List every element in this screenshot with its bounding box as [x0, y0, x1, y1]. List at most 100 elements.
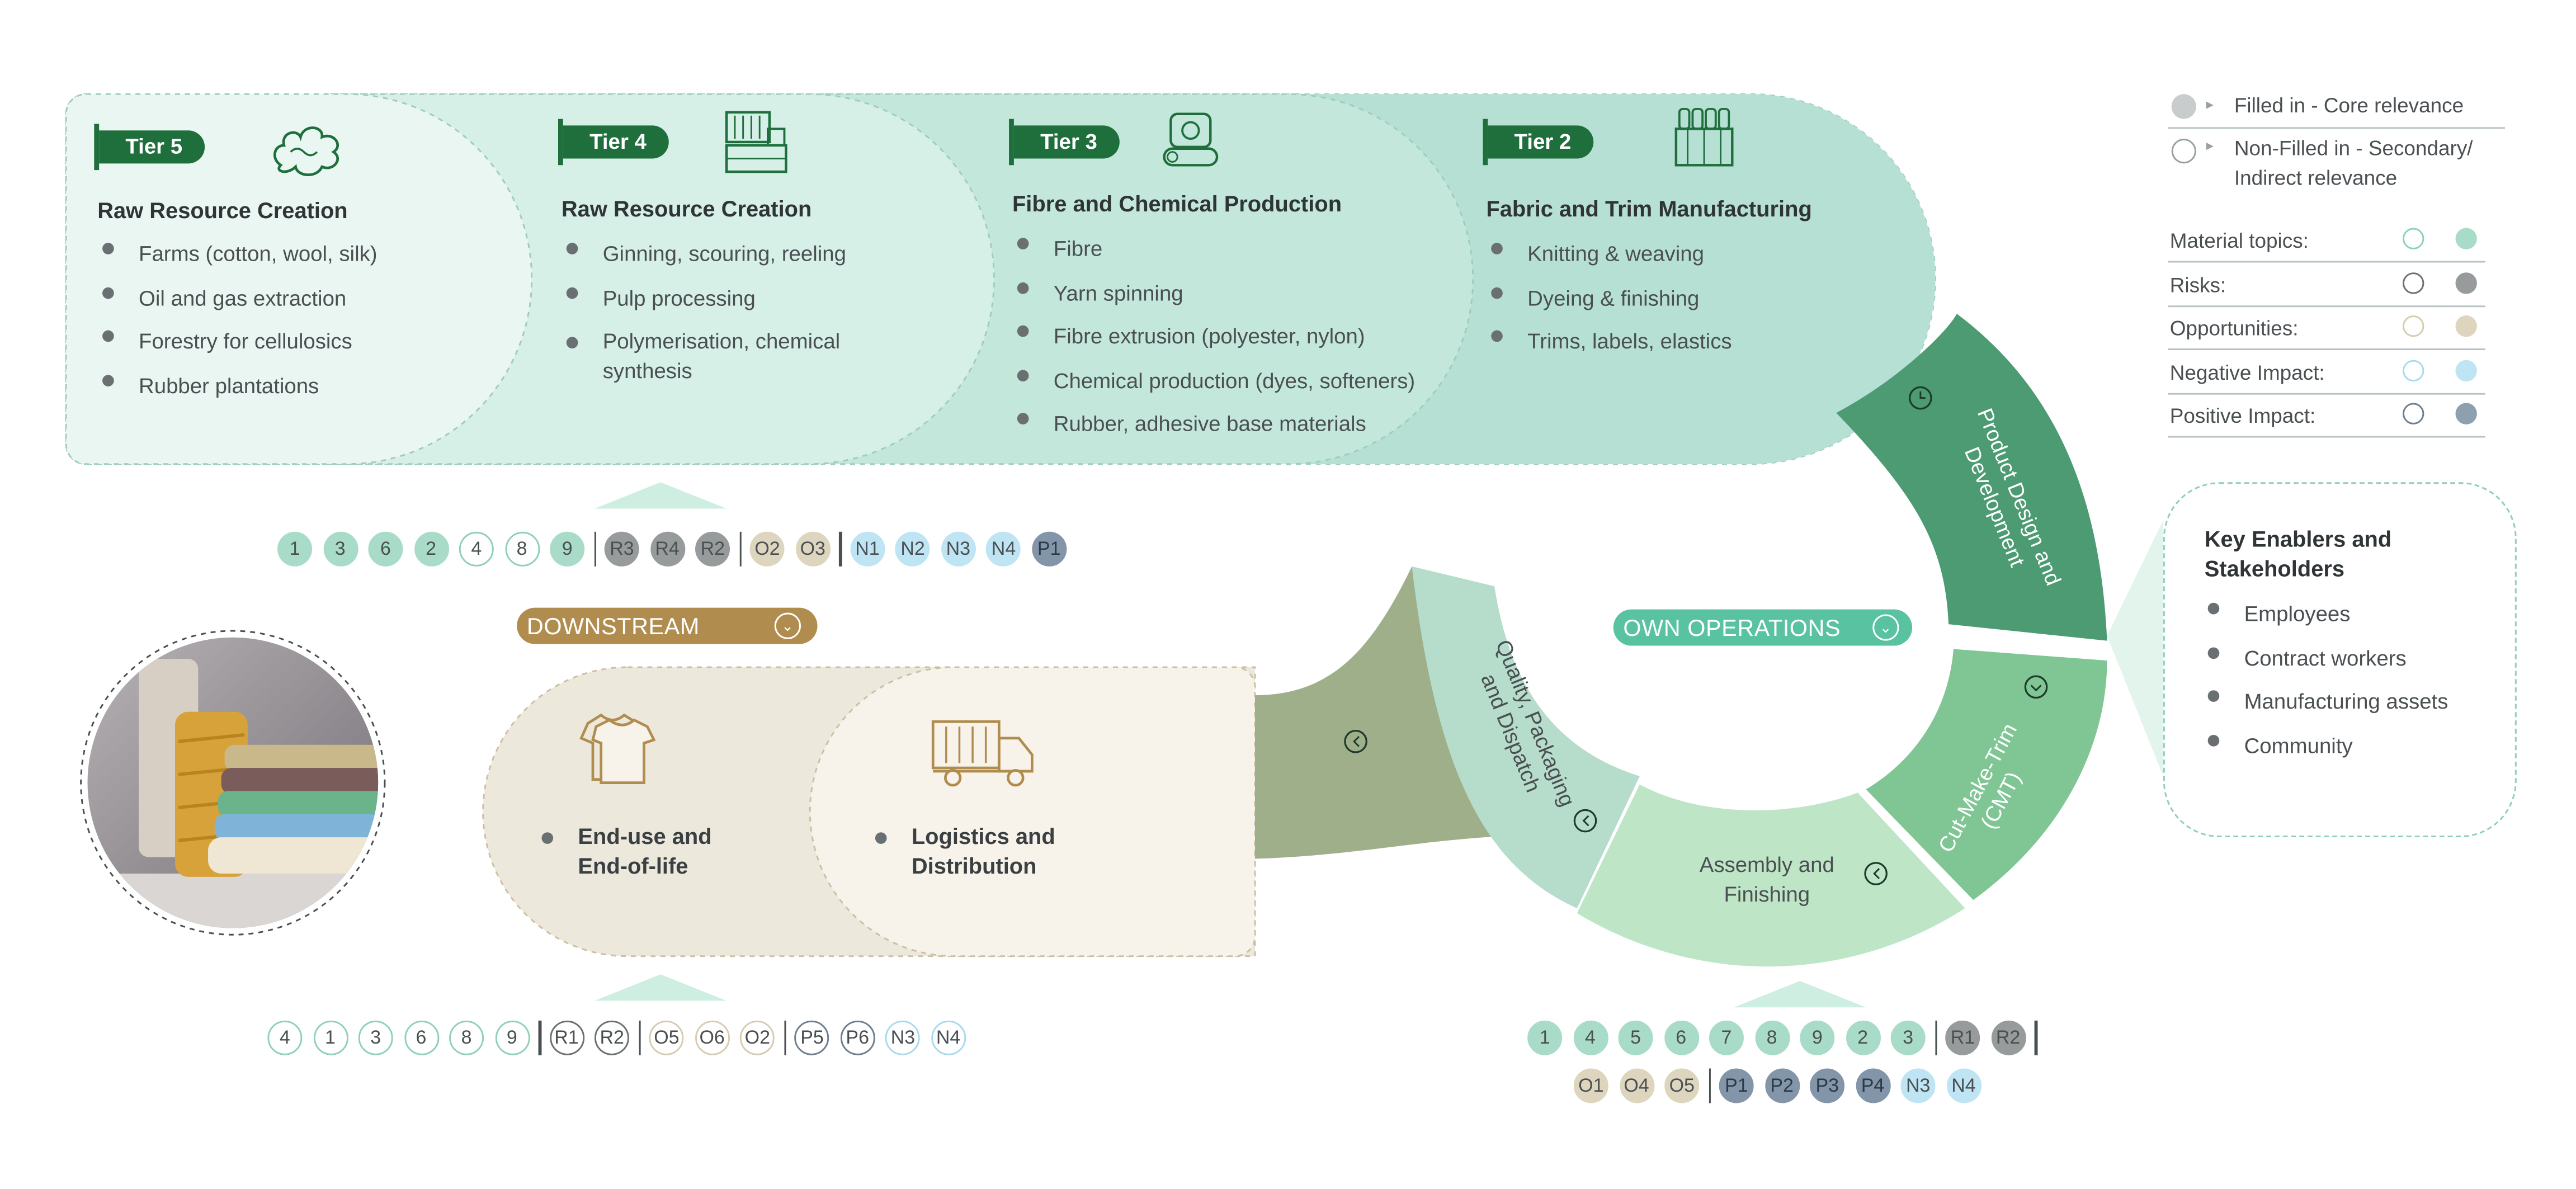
- topic-chip: O4: [1619, 1068, 1654, 1103]
- chevron-down-icon: ⌄: [1872, 614, 1899, 641]
- tier-item: Trims, labels, elastics: [1488, 320, 1884, 364]
- downstream-label-text: DOWNSTREAM: [526, 612, 700, 639]
- topic-chip: P4: [1855, 1068, 1890, 1103]
- tier-tab: Tier 4: [558, 119, 670, 166]
- topic-chip: R2: [595, 1020, 630, 1055]
- tier-title: Fibre and Chemical Production: [1012, 191, 1342, 216]
- fibre-production-icon: [1161, 109, 1227, 180]
- tier-item: Oil and gas extraction: [99, 277, 496, 320]
- chip-separator: [2034, 1020, 2037, 1055]
- tier-item: Farms (cotton, wool, silk): [99, 233, 496, 276]
- tier-item: Ginning, scouring, reeling: [563, 233, 894, 276]
- tier-tab: Tier 5: [94, 124, 206, 171]
- topic-chip: 3: [323, 531, 358, 567]
- topic-chip: 4: [459, 531, 494, 567]
- tier-title: Fabric and Trim Manufacturing: [1486, 196, 1812, 221]
- topic-chip: 2: [1845, 1020, 1880, 1055]
- chevron-down-icon: ⌄: [774, 612, 801, 639]
- tier-label: Tier 5: [94, 124, 206, 171]
- topic-chip: O3: [795, 531, 831, 567]
- legend-outline-dot: [2403, 271, 2424, 294]
- chevron-right-icon: ▸: [2206, 96, 2214, 112]
- tier-item: Rubber, adhesive base materials: [1014, 403, 1443, 446]
- topic-chip: 8: [1754, 1020, 1790, 1055]
- tier-item: Fibre: [1014, 228, 1443, 271]
- tier-item: Knitting & weaving: [1488, 233, 1884, 276]
- chevron-left-icon: [1573, 809, 1597, 833]
- truck-icon: [931, 720, 1034, 787]
- topic-chip: 7: [1709, 1020, 1744, 1055]
- topic-chip: R3: [604, 531, 639, 567]
- tier-tab: Tier 3: [1008, 119, 1121, 166]
- downstream-label[interactable]: DOWNSTREAM ⌄: [517, 607, 818, 644]
- topic-chip: O2: [740, 1020, 775, 1055]
- chip-separator: [739, 531, 742, 567]
- legend-filled-text: Filled in - Core relevance: [2234, 94, 2464, 117]
- legend-filled-dot: [2455, 271, 2477, 294]
- legend-row-label: Opportunities:: [2169, 317, 2299, 341]
- topic-chip: 4: [1573, 1020, 1608, 1055]
- legend-nonfilled-dot: [2171, 139, 2196, 164]
- tier-label: Tier 3: [1008, 119, 1121, 166]
- topic-chip: O5: [1664, 1068, 1700, 1103]
- own-operations-label-text: OWN OPERATIONS: [1623, 614, 1841, 641]
- topic-chip: 3: [1890, 1020, 1926, 1055]
- topic-chip: P3: [1810, 1068, 1845, 1103]
- tier-items: Farms (cotton, wool, silk)Oil and gas ex…: [99, 233, 496, 408]
- legend-row-label: Positive Impact:: [2169, 404, 2316, 428]
- legend-filled-dot: [2455, 228, 2477, 249]
- topic-chip: 6: [368, 531, 403, 567]
- chip-separator: [1708, 1068, 1711, 1103]
- topic-chip: R1: [549, 1020, 584, 1055]
- topic-chip: P2: [1764, 1068, 1800, 1103]
- chevron-left-icon: [1344, 729, 1367, 753]
- chevron-right-icon: ▸: [2206, 137, 2214, 154]
- enabler-item: Employees: [2205, 593, 2448, 636]
- topic-chip: O2: [750, 531, 785, 567]
- legend-outline-dot: [2403, 315, 2424, 337]
- tier-item: Rubber plantations: [99, 364, 496, 408]
- topic-chip: P1: [1031, 531, 1067, 567]
- topic-chip: P5: [795, 1020, 830, 1055]
- clock-icon: [1909, 386, 1932, 410]
- downstream-stage-enduse: End-use and End-of-life: [539, 822, 760, 881]
- tier-item: Dyeing & finishing: [1488, 277, 1884, 320]
- legend-filled-dot: [2455, 315, 2477, 337]
- topic-chip: 5: [1618, 1020, 1653, 1055]
- tier-title: Raw Resource Creation: [97, 198, 348, 223]
- tier-item: Chemical production (dyes, softeners): [1014, 359, 1443, 403]
- topic-chip: 1: [313, 1020, 348, 1055]
- legend-nonfilled-text: Non-Filled in - Secondary/ Indirect rele…: [2234, 137, 2473, 190]
- legend-row-label: Material topics:: [2169, 229, 2309, 253]
- topic-chip: 3: [358, 1020, 393, 1055]
- own-operations-label[interactable]: OWN OPERATIONS ⌄: [1613, 609, 1913, 646]
- chip-separator: [593, 531, 597, 567]
- legend-outline-dot: [2403, 359, 2424, 381]
- legend-outline-dot: [2403, 403, 2424, 424]
- topic-chip: 9: [550, 531, 585, 567]
- chip-separator: [638, 1020, 641, 1055]
- chevron-left-icon: [1864, 862, 1888, 885]
- topic-chip: P1: [1719, 1068, 1754, 1103]
- topic-chip: 8: [449, 1020, 484, 1055]
- loom-icon: [721, 109, 794, 187]
- tier-item: Yarn spinning: [1014, 272, 1443, 315]
- legend-filled-dot: [2171, 94, 2196, 119]
- cotton-icon: [267, 116, 347, 190]
- enabler-item: Community: [2205, 724, 2448, 768]
- tier-label: Tier 2: [1483, 119, 1594, 166]
- logistics-text: Logistics and Distribution: [872, 822, 1093, 881]
- chip-separator: [1934, 1020, 1937, 1055]
- topic-chip: 9: [494, 1020, 530, 1055]
- topic-chip: N4: [986, 531, 1021, 567]
